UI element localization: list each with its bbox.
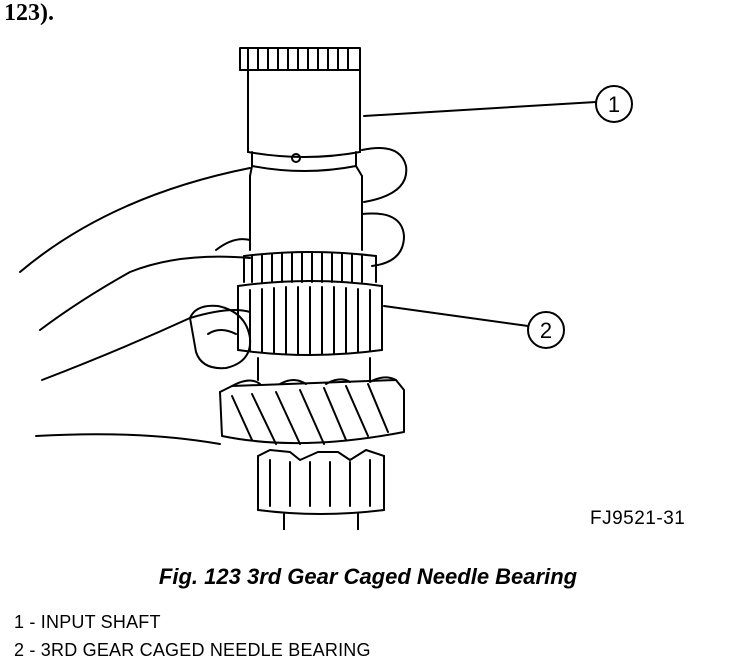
lower-shaft-splines — [257, 449, 385, 530]
helical-gear — [219, 357, 405, 445]
input-shaft — [247, 69, 363, 251]
hand — [19, 147, 408, 445]
continued-text-fragment: 123). — [4, 0, 54, 26]
figure-id: FJ9521-31 — [590, 508, 686, 529]
legend-item: 1 - INPUT SHAFT — [14, 612, 161, 632]
figure-caption: Fig. 123 3rd Gear Caged Needle Bearing — [158, 564, 578, 589]
callout-1-number: 1 — [608, 92, 620, 117]
legend-item: 2 - 3RD GEAR CAGED NEEDLE BEARING — [14, 640, 371, 660]
callout-1: 1 — [363, 85, 633, 123]
caged-needle-bearing — [237, 251, 383, 356]
legend: 1 - INPUT SHAFT 2 - 3RD GEAR CAGED NEEDL… — [14, 608, 371, 664]
bearing-illustration: 1 2 — [19, 47, 633, 530]
callout-2: 2 — [383, 305, 565, 349]
callout-2-number: 2 — [540, 318, 552, 343]
input-shaft-splines — [239, 47, 361, 71]
